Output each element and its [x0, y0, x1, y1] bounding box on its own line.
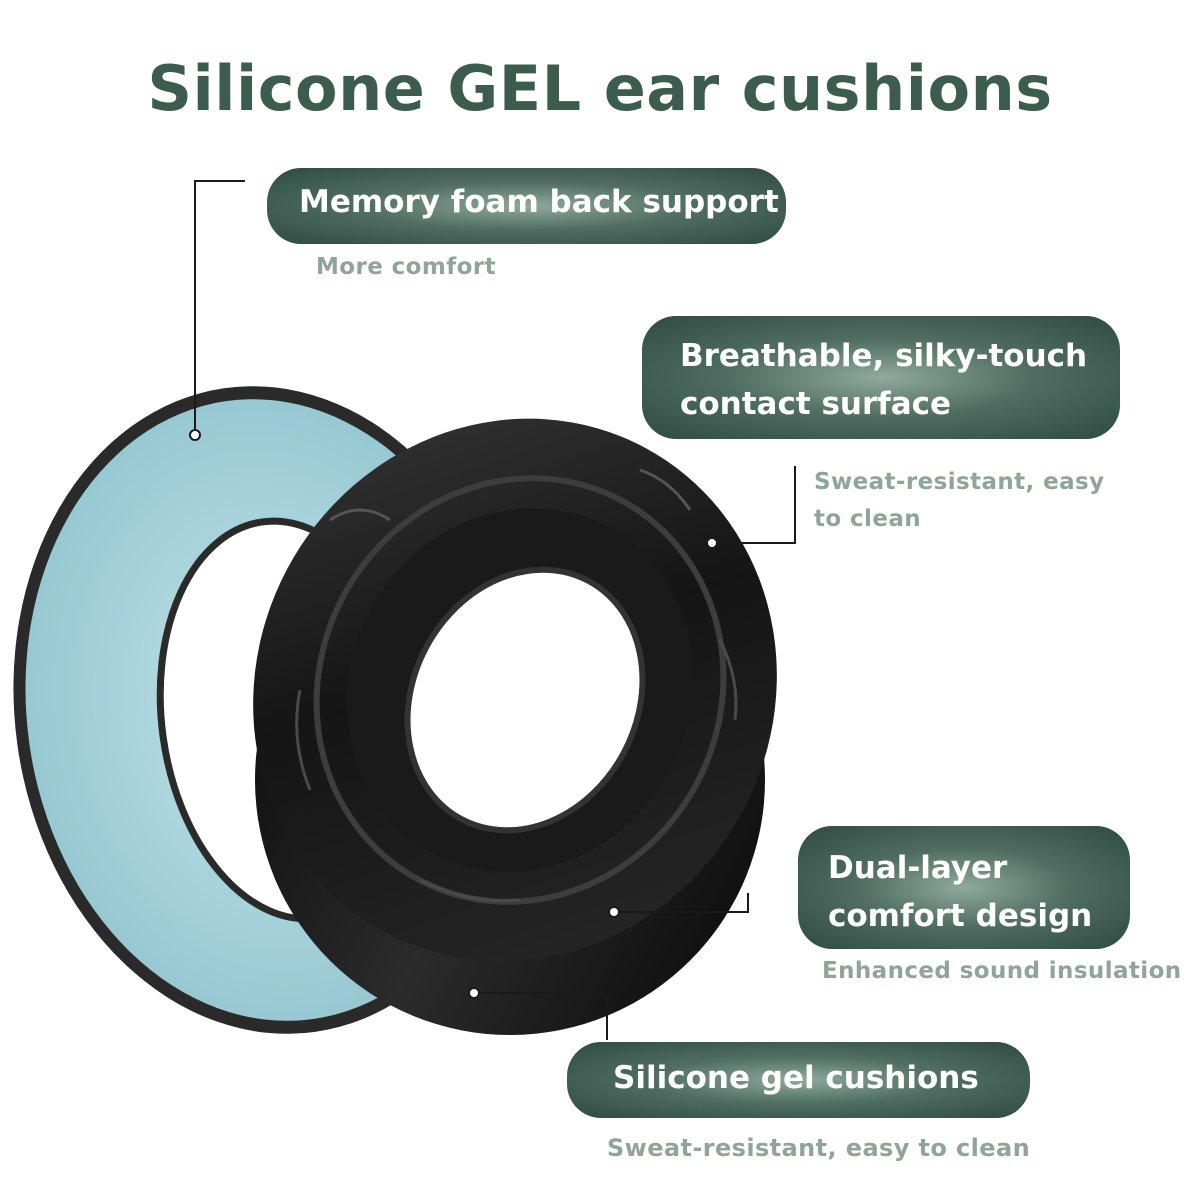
leader-lines	[194, 180, 796, 1040]
callout-subtitle: More comfort	[316, 254, 496, 280]
callout-heading-line: contact surface	[680, 386, 952, 422]
callout-heading: Silicone gel cushions	[613, 1060, 979, 1096]
callout-heading: Memory foam back support	[299, 184, 779, 220]
callout-heading-line: Breathable, silky-touch	[680, 338, 1088, 374]
callout-subtitle-line: Sweat-resistant, easy	[814, 469, 1105, 495]
callout-subtitle: Sweat-resistant, easy to clean	[607, 1134, 1031, 1162]
callout-subtitle-line: to clean	[814, 506, 922, 532]
callout-dots	[189, 429, 718, 999]
gel-cushion-image	[253, 418, 777, 1035]
callout-breathable-surface: Breathable, silky-touch contact surface	[642, 316, 1120, 439]
callout-subtitle: Sweat-resistant, easy to clean	[814, 464, 1114, 538]
callout-dual-layer: Dual-layer comfort design	[798, 826, 1130, 949]
callout-heading-line: Dual-layer	[828, 850, 1008, 886]
callout-heading-line: comfort design	[828, 898, 1093, 934]
callout-silicone-gel: Silicone gel cushions	[567, 1042, 1030, 1118]
callout-subtitle: Enhanced sound insulation	[822, 958, 1182, 984]
callout-memory-foam: Memory foam back support	[267, 168, 786, 244]
page-title: Silicone GEL ear cushions	[147, 52, 1053, 125]
